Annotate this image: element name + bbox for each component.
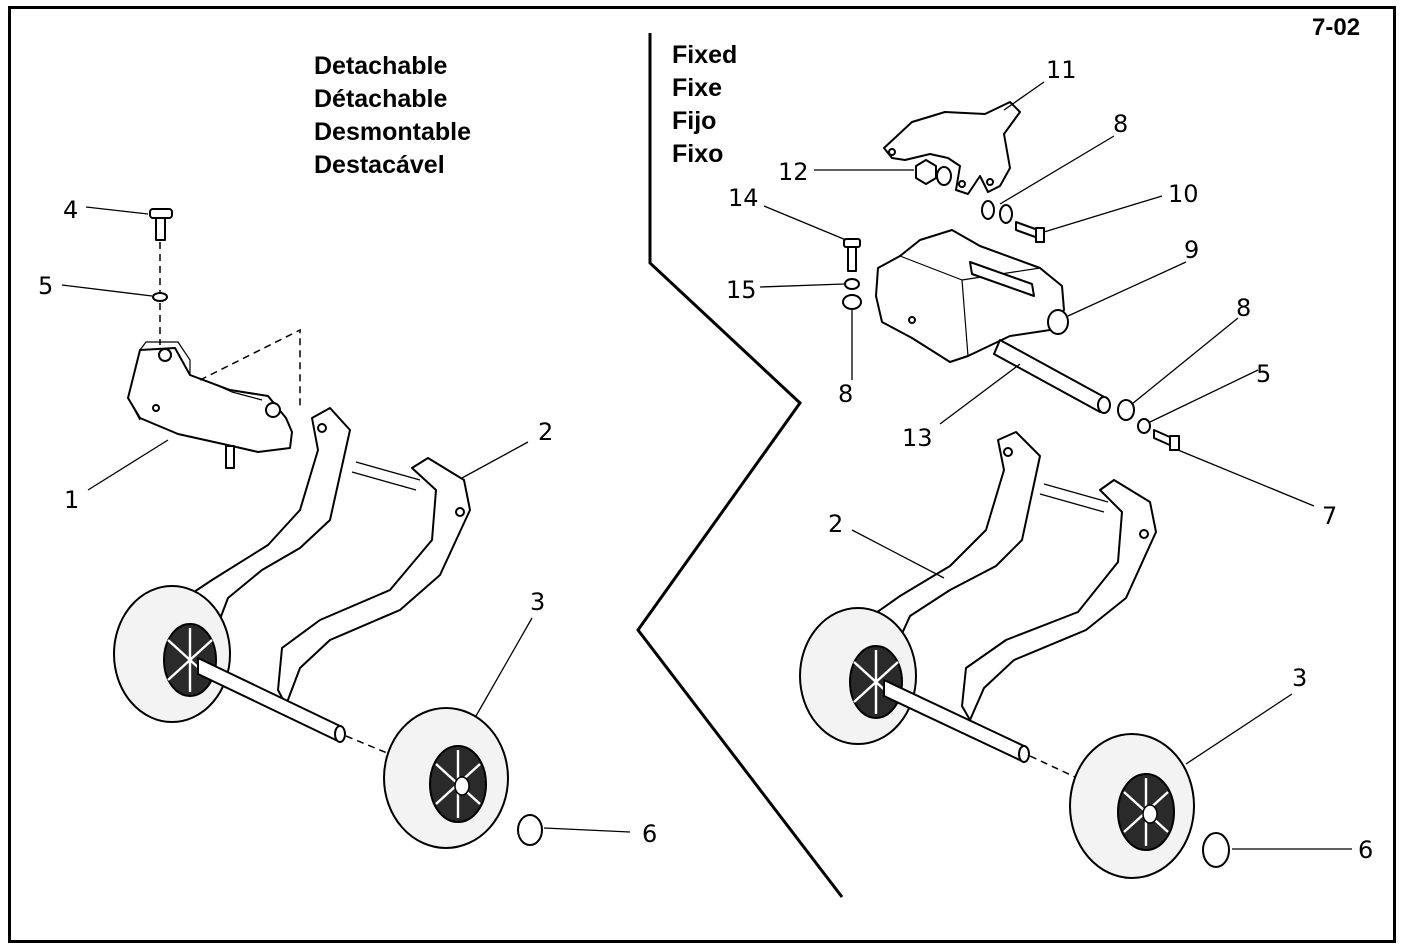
washer-5-right-part	[1137, 418, 1151, 434]
title-detachable-pt: Destacável	[314, 151, 445, 179]
bolt-4-part	[149, 208, 173, 241]
callout-3: 3	[530, 588, 545, 616]
washer-8-right-part	[1117, 399, 1135, 421]
detachable-title-block: Detachable Détachable Desmontable Destac…	[314, 50, 471, 182]
wheel-left-back-part	[113, 585, 231, 723]
title-fixed-fr: Fixe	[672, 74, 723, 102]
cap-6-right-part	[1202, 832, 1230, 868]
leader-13	[939, 363, 1021, 425]
bolt-7-part	[1153, 429, 1180, 451]
leader-11	[1003, 81, 1045, 111]
washers-8-top-part	[981, 200, 1013, 224]
title-detachable-es: Desmontable	[314, 118, 471, 146]
leader-2	[461, 441, 529, 479]
bolt-10-part	[1015, 221, 1045, 243]
callout-6-right: 6	[1358, 836, 1373, 864]
title-fixed-es: Fijo	[672, 107, 717, 135]
leader-15	[759, 283, 845, 288]
callout-5: 5	[38, 272, 53, 300]
callout-8-right: 8	[1236, 294, 1251, 322]
callout-13: 13	[902, 424, 933, 452]
leader-10	[1043, 195, 1163, 233]
leader-2-right	[851, 529, 945, 579]
callout-15: 15	[726, 276, 757, 304]
leader-5-right	[1149, 369, 1259, 423]
nut-12-part	[915, 159, 952, 186]
axle-right-part	[883, 679, 1030, 763]
callout-8-top: 8	[1113, 110, 1128, 138]
callout-4: 4	[63, 196, 78, 224]
shaft-13-part	[993, 339, 1111, 414]
callout-3-right: 3	[1292, 664, 1307, 692]
leader-5	[61, 284, 153, 297]
section-divider	[636, 33, 844, 898]
leader-8-top	[999, 135, 1115, 205]
title-fixed-en: Fixed	[672, 41, 738, 69]
page-number: 7-02	[1312, 14, 1361, 41]
callout-5-right: 5	[1256, 360, 1271, 388]
leader-14	[763, 205, 847, 241]
callout-9: 9	[1184, 236, 1199, 264]
bolt-14-part	[843, 238, 861, 272]
callout-10: 10	[1168, 180, 1199, 208]
leader-3	[475, 617, 533, 717]
leader-8-right	[1131, 317, 1239, 405]
title-detachable-en: Detachable	[314, 52, 448, 80]
washer-8-left-part	[842, 294, 862, 310]
callout-7: 7	[1322, 502, 1337, 530]
mounting-outline-dashed	[199, 328, 301, 408]
callout-2: 2	[538, 418, 553, 446]
wheel-right-back-part	[799, 607, 917, 745]
cap-6-part	[517, 814, 543, 846]
callout-12: 12	[778, 158, 809, 186]
leader-9	[1067, 261, 1187, 317]
callout-6: 6	[642, 820, 657, 848]
axle-left-part	[197, 657, 346, 743]
washer-5-part	[152, 292, 168, 302]
washer-15-part	[844, 278, 860, 290]
wheel-3-right-part	[1069, 733, 1195, 879]
leader-4	[85, 206, 149, 215]
callout-11: 11	[1046, 56, 1077, 84]
leader-1	[87, 439, 169, 491]
leader-6	[543, 827, 631, 833]
wheel-3-part	[383, 707, 509, 849]
title-detachable-fr: Détachable	[314, 85, 448, 113]
callout-2-right: 2	[828, 510, 843, 538]
fixed-title-block: Fixed Fixe Fijo Fixo	[672, 39, 737, 171]
pin-9-part	[1047, 309, 1069, 335]
clevis-bracket-11-part	[883, 101, 1021, 195]
bracket-1-part	[127, 341, 293, 469]
callout-14: 14	[728, 184, 759, 212]
leader-7	[1177, 449, 1315, 507]
leader-3-right	[1185, 693, 1293, 765]
housing-bracket-part	[875, 229, 1065, 363]
diagram-frame	[8, 6, 1396, 943]
callout-1: 1	[64, 486, 79, 514]
callout-8-left: 8	[838, 380, 853, 408]
title-fixed-pt: Fixo	[672, 140, 724, 168]
